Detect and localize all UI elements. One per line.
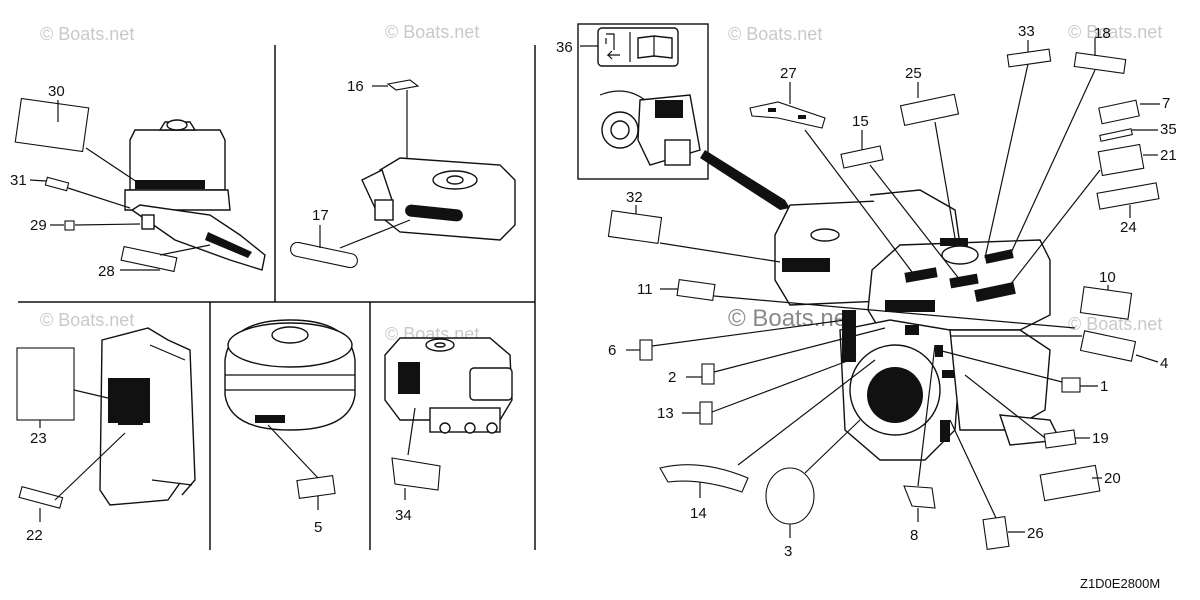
label-26: 26 bbox=[1027, 525, 1044, 542]
label-11: 11 bbox=[637, 281, 653, 298]
decal-3 bbox=[765, 467, 815, 525]
label-35: 35 bbox=[1160, 121, 1177, 138]
decal-29 bbox=[64, 220, 75, 231]
decal-31 bbox=[44, 176, 70, 192]
label-24: 24 bbox=[1120, 219, 1137, 236]
label-3: 3 bbox=[784, 543, 792, 560]
decal-27 bbox=[749, 101, 826, 129]
fuel-tank-illustration bbox=[124, 119, 266, 271]
panel-dividers bbox=[18, 45, 536, 550]
label-23: 23 bbox=[30, 430, 47, 447]
decal-11 bbox=[676, 278, 716, 302]
decal-7 bbox=[1098, 99, 1140, 125]
label-10: 10 bbox=[1099, 269, 1116, 286]
decal-15 bbox=[840, 145, 884, 169]
decal-2 bbox=[701, 363, 715, 385]
watermark: © Boats.net bbox=[1068, 22, 1162, 42]
decal-23 bbox=[16, 347, 75, 421]
decal-26 bbox=[982, 515, 1010, 551]
air-cleaner-tall-illustration bbox=[99, 327, 196, 506]
watermark: © Boats.net bbox=[40, 310, 134, 330]
air-cleaner-round-illustration bbox=[224, 319, 356, 431]
decal-21 bbox=[1097, 143, 1145, 177]
decal-35 bbox=[1099, 128, 1133, 142]
air-cleaner-box-illustration bbox=[384, 337, 513, 434]
label-16: 16 bbox=[347, 78, 364, 95]
label-6: 6 bbox=[608, 342, 616, 359]
book-icon bbox=[637, 35, 673, 59]
label-22: 22 bbox=[26, 527, 43, 544]
decal-14 bbox=[659, 464, 749, 493]
label-32: 32 bbox=[626, 189, 643, 206]
decal-6 bbox=[639, 339, 653, 361]
engine-detail-illustration bbox=[599, 90, 701, 166]
label-27: 27 bbox=[780, 65, 797, 82]
label-7: 7 bbox=[1162, 95, 1170, 112]
label-31: 31 bbox=[10, 172, 27, 189]
label-19: 19 bbox=[1092, 430, 1109, 447]
engine-callouts: 33 18 27 25 15 7 35 21 bbox=[607, 23, 1177, 560]
pointer-arrow bbox=[700, 150, 790, 210]
decal-5 bbox=[296, 474, 336, 500]
panel-fuel-tank-b: 16 17 bbox=[290, 78, 516, 269]
label-28: 28 bbox=[98, 263, 115, 280]
inset-manual-reference: 36 bbox=[556, 23, 790, 210]
watermark-center: © Boats.net bbox=[728, 305, 854, 332]
panel-air-cleaner-b: 5 bbox=[224, 319, 356, 536]
decal-8 bbox=[903, 485, 936, 509]
decal-18 bbox=[1073, 51, 1127, 75]
label-5: 5 bbox=[314, 519, 322, 536]
label-14: 14 bbox=[690, 505, 707, 522]
decal-30 bbox=[14, 97, 90, 153]
label-17: 17 bbox=[312, 207, 329, 224]
label-8: 8 bbox=[910, 527, 918, 544]
decal-17 bbox=[290, 241, 358, 269]
decal-19 bbox=[1043, 429, 1077, 449]
watermark: © Boats.net bbox=[1068, 314, 1162, 334]
label-36: 36 bbox=[556, 39, 573, 56]
watermark: © Boats.net bbox=[385, 22, 479, 42]
label-18: 18 bbox=[1094, 25, 1111, 42]
label-20: 20 bbox=[1104, 470, 1121, 487]
decal-10 bbox=[1079, 286, 1133, 320]
decal-24 bbox=[1096, 182, 1160, 210]
label-34: 34 bbox=[395, 507, 412, 524]
engine-illustration bbox=[774, 189, 1062, 461]
label-1: 1 bbox=[1100, 378, 1108, 395]
label-13: 13 bbox=[657, 405, 674, 422]
decal-20 bbox=[1039, 464, 1101, 502]
panel-fuel-tank-a: 30 31 29 28 bbox=[10, 83, 266, 280]
decal-4 bbox=[1079, 330, 1137, 362]
label-25: 25 bbox=[905, 65, 922, 82]
label-29: 29 bbox=[30, 217, 47, 234]
watermark: © Boats.net bbox=[728, 24, 822, 44]
panel-air-cleaner-a: 23 22 bbox=[16, 327, 196, 544]
watermark: © Boats.net bbox=[40, 24, 134, 44]
label-30: 30 bbox=[48, 83, 65, 100]
decal-32 bbox=[607, 210, 663, 244]
decal-1 bbox=[1061, 377, 1081, 393]
decal-28 bbox=[120, 245, 178, 273]
drawing-code: Z1D0E2800M bbox=[1080, 576, 1160, 591]
label-15: 15 bbox=[852, 113, 869, 130]
decal-16 bbox=[386, 79, 420, 91]
label-21: 21 bbox=[1160, 147, 1177, 164]
decal-22 bbox=[18, 486, 64, 509]
label-2: 2 bbox=[668, 369, 676, 386]
decal-25 bbox=[899, 93, 960, 127]
panel-air-cleaner-c: 34 bbox=[384, 337, 513, 524]
decal-13 bbox=[699, 401, 713, 425]
label-33: 33 bbox=[1018, 23, 1035, 40]
decal-34 bbox=[391, 457, 441, 491]
decal-33 bbox=[1006, 48, 1052, 68]
label-4: 4 bbox=[1160, 355, 1168, 372]
fuel-tank-b-illustration bbox=[361, 157, 516, 241]
